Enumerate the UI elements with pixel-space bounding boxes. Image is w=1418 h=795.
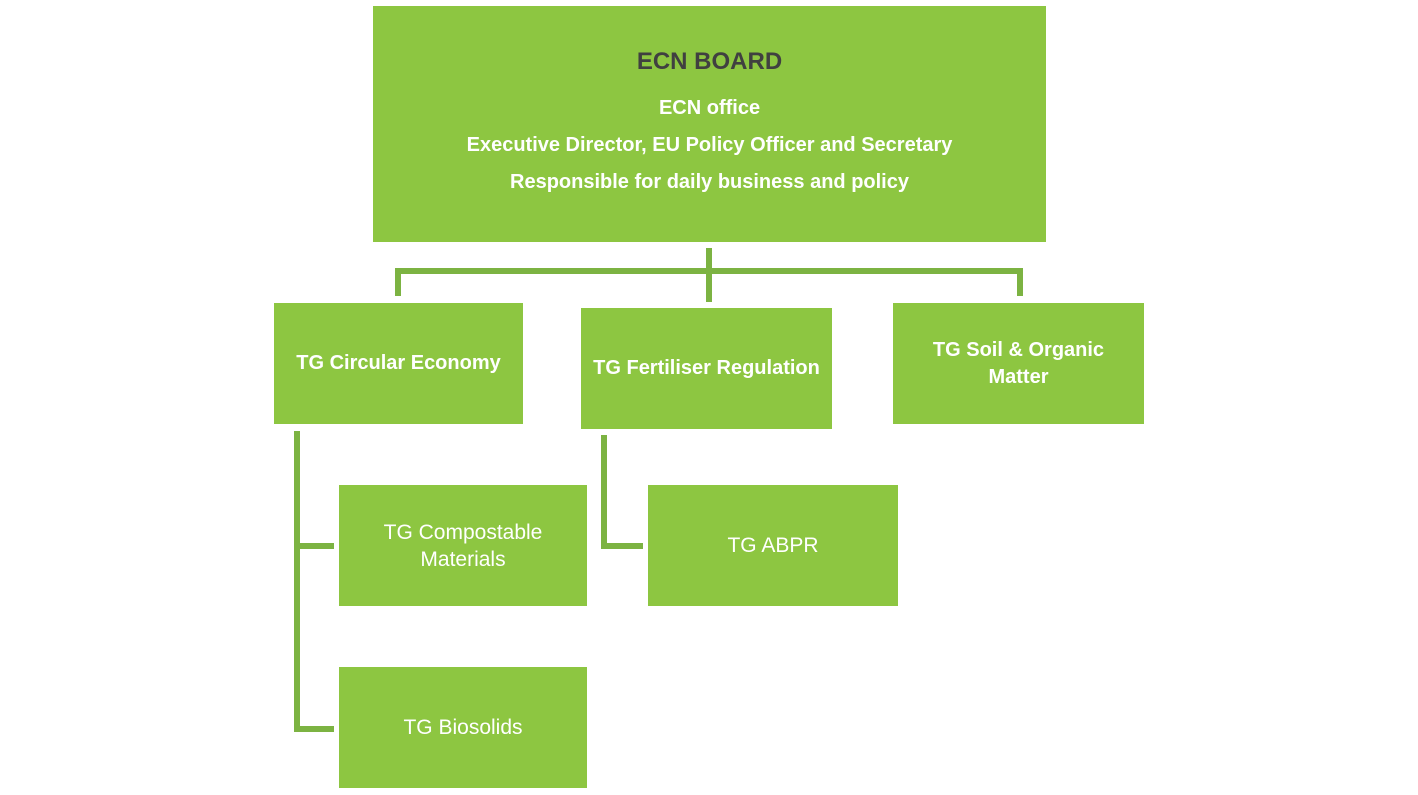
subgroup-box-biosolids: TG Biosolids (339, 667, 587, 788)
board-title: ECN BOARD (636, 47, 783, 75)
subgroup-box-abpr: TG ABPR (648, 485, 898, 606)
subgroup-box-compostable-materials: TG Compostable Materials (339, 485, 587, 606)
connector-abpr (601, 543, 643, 549)
board-line-staff: Executive Director, EU Policy Officer an… (466, 133, 953, 156)
board-line-office: ECN office (658, 96, 761, 119)
group-box-fertiliser-regulation: TG Fertiliser Regulation (581, 308, 832, 429)
group-label: TG Fertiliser Regulation (593, 357, 820, 379)
group-box-soil-organic-matter: TG Soil & Organic Matter (893, 303, 1144, 424)
subgroup-label: TG Biosolids (403, 716, 523, 739)
subgroup-label: TG ABPR (727, 534, 819, 557)
connector-drop-soil-organic-matter (1017, 268, 1023, 296)
group-label: TG Circular Economy (296, 352, 501, 374)
connector-drop-fertiliser-regulation (706, 268, 712, 302)
connector-fertiliser-regulation-vertical (601, 435, 607, 549)
connector-circular-economy-vertical (294, 431, 300, 732)
subgroup-label: TG Compostable Materials (383, 520, 543, 571)
connector-biosolids (294, 726, 334, 732)
connector-compostable-materials (294, 543, 334, 549)
group-label: TG Soil & Organic Matter (932, 338, 1105, 388)
connector-drop-circular-economy (395, 268, 401, 296)
board-box: ECN BOARD ECN office Executive Director,… (373, 6, 1046, 242)
board-line-responsibility: Responsible for daily business and polic… (510, 170, 909, 193)
group-box-circular-economy: TG Circular Economy (274, 303, 523, 424)
